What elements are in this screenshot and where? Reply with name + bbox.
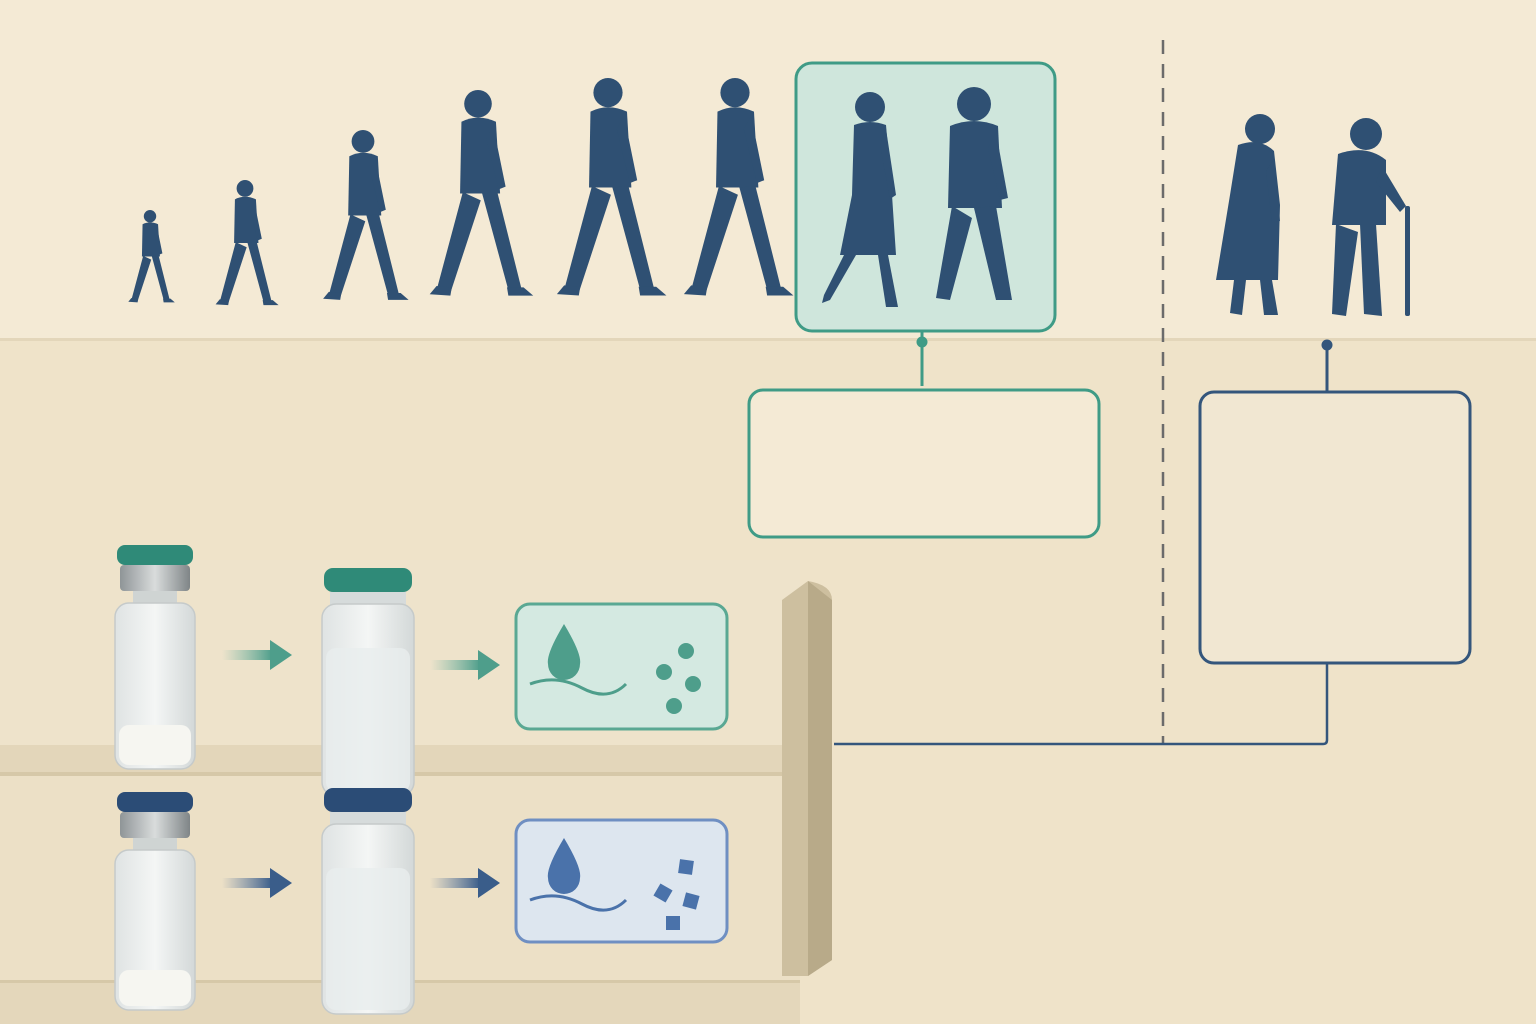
droplet-icon xyxy=(547,838,581,894)
divider-board-edge xyxy=(808,581,832,976)
elderly-link-line xyxy=(834,663,1329,746)
silhouette-part xyxy=(351,130,375,153)
silhouette-part xyxy=(250,201,262,241)
silhouette-part xyxy=(564,186,611,293)
arrow-icon xyxy=(430,878,480,888)
silhouette-part xyxy=(366,214,400,297)
arrow-icon xyxy=(430,660,480,670)
droplet-cubes-card-icon xyxy=(514,818,729,944)
droplet-spheres-card-icon xyxy=(514,602,729,731)
silhouette-part xyxy=(369,159,386,213)
silhouette-part xyxy=(236,180,254,197)
liquid-vial-icon xyxy=(321,568,415,797)
silhouette-part xyxy=(683,285,708,296)
arrow-icon xyxy=(222,650,272,660)
silhouette-part xyxy=(151,255,170,301)
silhouette-part xyxy=(386,293,409,300)
wave-icon xyxy=(529,894,628,912)
figure-adult xyxy=(683,78,794,296)
silhouette-part xyxy=(262,300,279,306)
silhouette-part xyxy=(247,242,272,303)
figure-adult-man xyxy=(936,87,1012,300)
powder-vial-icon xyxy=(114,545,196,770)
arrow-head xyxy=(270,868,292,898)
arrow-head xyxy=(270,640,292,670)
adult-connector-dot xyxy=(916,336,928,348)
silhouette-part xyxy=(765,286,794,296)
silhouette-part xyxy=(163,298,175,303)
silhouette-part xyxy=(215,299,230,306)
wave-icon xyxy=(529,678,628,696)
figure-elderly-woman xyxy=(1216,114,1280,315)
silhouette-part xyxy=(506,287,534,296)
silhouette-part xyxy=(131,255,152,302)
figure-adult-woman xyxy=(822,92,898,307)
adult-callout-box xyxy=(747,388,1101,539)
figure-toddler xyxy=(128,210,175,303)
silhouette-part xyxy=(638,286,667,296)
silhouette-part xyxy=(436,192,481,293)
elderly-callout-box xyxy=(1198,390,1472,665)
silhouette-part xyxy=(219,242,247,304)
silhouette-part xyxy=(464,90,492,118)
silhouette-part xyxy=(739,186,782,292)
silhouette-part xyxy=(616,115,638,184)
silhouette-part xyxy=(323,291,342,300)
figure-teen xyxy=(429,90,534,296)
silhouette-part xyxy=(743,115,765,184)
droplet-icon xyxy=(547,624,581,680)
silhouette-part xyxy=(328,214,366,298)
silhouette-part xyxy=(612,186,655,292)
age-progression-figures xyxy=(128,78,794,306)
silhouette-part xyxy=(593,78,623,108)
process-row-navy xyxy=(114,788,729,1015)
silhouette-part xyxy=(691,186,738,293)
silhouette-part xyxy=(486,125,506,190)
figure-child xyxy=(215,180,279,306)
figure-young-adult xyxy=(556,78,667,296)
cane xyxy=(1405,206,1410,316)
powder-vial-icon xyxy=(114,792,196,1011)
silhouette-part xyxy=(720,78,750,108)
silhouette-part xyxy=(556,285,581,296)
band-divider xyxy=(0,338,1536,341)
arrow-head xyxy=(478,650,500,680)
figure-preteen xyxy=(323,130,409,300)
silhouette-part xyxy=(153,226,163,255)
process-row-teal xyxy=(114,545,729,797)
silhouette-part xyxy=(429,285,452,296)
figure-elderly-man xyxy=(1332,118,1410,316)
silhouette-part xyxy=(128,298,139,303)
silhouette-part xyxy=(482,192,523,292)
arrow-head xyxy=(478,868,500,898)
elderly-connector-dot xyxy=(1321,339,1333,351)
arrow-icon xyxy=(222,878,272,888)
silhouette-part xyxy=(143,210,157,223)
liquid-vial-icon xyxy=(321,788,415,1015)
